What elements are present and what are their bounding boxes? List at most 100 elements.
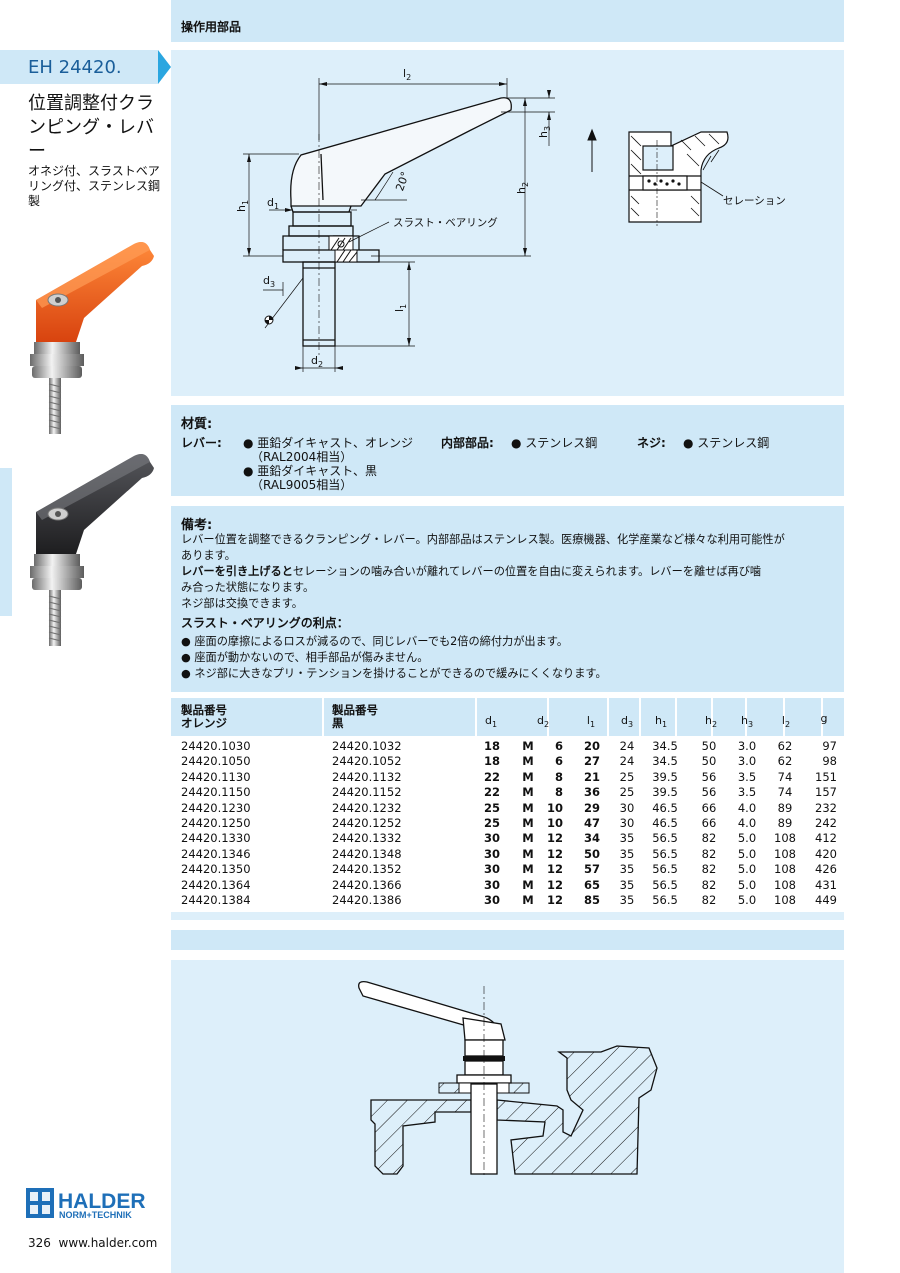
cell-h3: 3.5 (737, 769, 757, 784)
header-col-symbol: d (620, 714, 628, 727)
header-col-h2: h2 (693, 714, 729, 729)
lever-material-2-note: （RAL9005相当） (251, 478, 353, 492)
cell-l2: 89 (777, 816, 793, 830)
cell-d3: 35 (619, 877, 635, 892)
header-col-symbol: d (536, 714, 544, 727)
cell-d2-prefix: M (522, 877, 534, 892)
header-black-2: 黒 (332, 716, 344, 730)
cell-h3: 5.0 (737, 831, 757, 846)
cell-weight: 412 (815, 831, 837, 846)
cell-l1: 65 (583, 877, 600, 892)
cell-h1: 56.5 (652, 877, 678, 892)
technical-drawing: l2 h3 h2 h1 d1 d3 l1 d2 20° スラスト・ベアリング セ… (235, 67, 786, 372)
advantage-3: ● ネジ部に大きなプリ・テンションを掛けることができるので緩みにくくなります。 (181, 667, 607, 680)
technical-drawing-panel: l2 h3 h2 h1 d1 d3 l1 d2 20° スラスト・ベアリング セ… (171, 50, 844, 396)
cell-d2: 10 (546, 816, 563, 830)
note-line-4: み合った状態になります。 (181, 581, 315, 594)
cell-d3: 35 (619, 862, 635, 877)
header-orange-1: 製品番号 (181, 703, 227, 717)
website-link[interactable]: www.halder.com (58, 1236, 158, 1250)
note-line-1: レバー位置を調整できるクランピング・レバー。内部部品はステンレス製。医療機器、化… (181, 533, 785, 546)
application-drawing (358, 980, 658, 1178)
svg-text:l1: l1 (393, 304, 408, 312)
cell-d3: 35 (619, 831, 635, 846)
cell-d2: 6 (554, 739, 563, 753)
orange-lever-photo (30, 242, 154, 434)
cell-d2-prefix: M (522, 754, 534, 769)
cell-h1: 34.5 (652, 739, 678, 753)
tab-arrow-icon (158, 50, 171, 84)
cell-d3: 25 (619, 785, 635, 800)
cell-h1: 46.5 (652, 800, 678, 815)
column-separator (821, 698, 823, 912)
header-col-symbol: d (484, 714, 492, 727)
cell-d2-prefix: M (522, 800, 534, 815)
cell-l1: 34 (583, 831, 600, 846)
advantage-2: ● 座面が動かないので、相手部品が傷みません。 (181, 651, 429, 664)
cell-l1: 20 (583, 739, 600, 753)
cell-h1: 56.5 (652, 862, 678, 877)
cell-black-part-no: 24420.1232 (332, 800, 402, 815)
cell-orange-part-no: 24420.1230 (181, 800, 251, 815)
notes-heading: 備考: (181, 518, 213, 533)
cell-h3: 4.0 (737, 800, 757, 815)
cell-orange-part-no: 24420.1364 (181, 877, 251, 892)
cell-d1: 30 (483, 893, 500, 907)
cell-orange-part-no: 24420.1350 (181, 862, 251, 877)
cell-orange-part-no: 24420.1384 (181, 893, 251, 907)
cell-l2: 74 (777, 785, 793, 800)
column-separator (711, 698, 713, 912)
materials-heading: 材質: (181, 417, 213, 432)
cell-orange-part-no: 24420.1030 (181, 739, 251, 753)
cell-h2: 56 (701, 785, 717, 800)
screw-label: ネジ: (637, 436, 666, 450)
cell-d2-prefix: M (522, 893, 534, 907)
halder-logo: HALDER NORM+TECHNIK (26, 1188, 146, 1220)
cell-h1: 34.5 (652, 754, 678, 769)
cell-l2: 108 (774, 862, 796, 877)
cell-black-part-no: 24420.1386 (332, 893, 402, 907)
cell-h3: 5.0 (737, 846, 757, 861)
header-col-l2: l2 (768, 714, 804, 729)
cell-d3: 30 (619, 816, 635, 830)
cell-d3: 35 (619, 846, 635, 861)
cell-black-part-no: 24420.1352 (332, 862, 402, 877)
cell-black-part-no: 24420.1332 (332, 831, 402, 846)
header-col-subscript: 2 (711, 720, 718, 730)
cell-d1: 30 (483, 846, 500, 861)
cell-orange-part-no: 24420.1050 (181, 754, 251, 769)
header-col-d2: d2 (525, 714, 561, 729)
cell-h2: 50 (701, 754, 717, 769)
header-col-subscript: 1 (589, 720, 596, 730)
column-separator (322, 698, 324, 912)
internal-label: 内部部品: (441, 436, 494, 450)
header-col-h3: h3 (729, 714, 765, 729)
cell-black-part-no: 24420.1366 (332, 877, 402, 892)
cell-orange-part-no: 24420.1130 (181, 769, 251, 784)
svg-text:l2: l2 (403, 67, 411, 82)
svg-text:h1: h1 (235, 200, 250, 212)
logo-tagline: NORM+TECHNIK (59, 1210, 132, 1220)
page-number: 326 (28, 1236, 51, 1250)
cell-h1: 39.5 (652, 769, 678, 784)
cell-l2: 74 (777, 769, 793, 784)
cell-black-part-no: 24420.1152 (332, 785, 402, 800)
cell-weight: 426 (815, 862, 837, 877)
cell-h2: 66 (701, 800, 717, 815)
cell-l1: 27 (583, 754, 600, 769)
header-col-g: g (806, 712, 842, 727)
logo-name: HALDER (58, 1190, 146, 1213)
cell-weight: 232 (815, 800, 837, 815)
materials-panel: 材質: レバー: ● 亜鉛ダイキャスト、オレンジ （RAL2004相当） ● 亜… (171, 405, 844, 496)
header-black-1: 製品番号 (332, 703, 378, 717)
note-line-5: ネジ部は交換できます。 (181, 597, 303, 610)
cell-d1: 18 (483, 754, 500, 769)
cell-d2-prefix: M (522, 739, 534, 753)
cell-l2: 62 (777, 739, 793, 753)
cell-d1: 22 (483, 785, 500, 800)
cell-h3: 4.0 (737, 816, 757, 830)
cell-l2: 108 (774, 846, 796, 861)
cell-h3: 5.0 (737, 893, 757, 907)
cell-weight: 98 (822, 754, 837, 769)
